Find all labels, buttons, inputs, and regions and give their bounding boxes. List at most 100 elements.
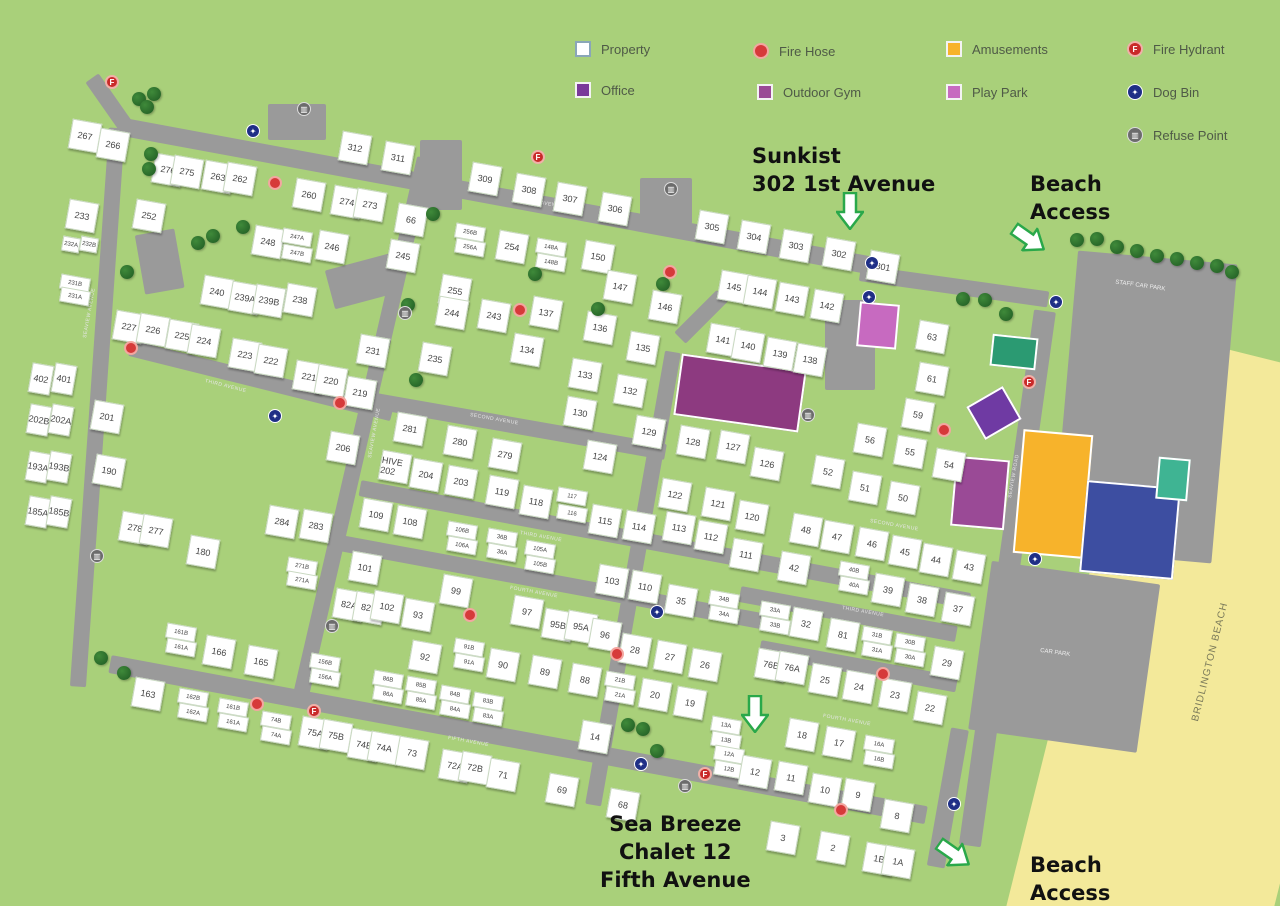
property-unit[interactable]: 309: [467, 161, 503, 197]
property-unit[interactable]: 138: [792, 342, 828, 378]
fire-hydrant-icon[interactable]: F: [105, 75, 119, 89]
property-unit[interactable]: 118: [518, 484, 554, 520]
property-unit[interactable]: 52: [810, 454, 846, 490]
property-unit[interactable]: 59: [900, 397, 936, 433]
property-unit[interactable]: 102: [369, 589, 405, 625]
property-unit[interactable]: 246: [314, 229, 350, 265]
property-unit[interactable]: 220: [313, 363, 349, 399]
property-unit[interactable]: 243: [476, 298, 512, 334]
fire-hose-icon[interactable]: [333, 396, 347, 410]
property-unit[interactable]: 146: [647, 289, 683, 325]
property-unit[interactable]: 144: [742, 274, 778, 310]
property-unit[interactable]: 244: [434, 295, 470, 331]
property-unit[interactable]: 202A: [47, 403, 75, 437]
property-unit[interactable]: 126: [749, 446, 785, 482]
property-unit[interactable]: 232B: [78, 235, 100, 254]
property-unit[interactable]: 54: [931, 447, 967, 483]
property-unit[interactable]: 204: [408, 457, 444, 493]
fire-hose-icon[interactable]: [463, 608, 477, 622]
property-unit[interactable]: 129: [631, 414, 667, 450]
property-unit[interactable]: 140: [730, 328, 766, 364]
property-unit[interactable]: 254: [494, 229, 530, 265]
property-unit[interactable]: 38: [904, 582, 940, 618]
dog-bin-icon[interactable]: ✦: [634, 757, 648, 771]
property-unit[interactable]: 201: [89, 399, 125, 435]
property-unit[interactable]: 37: [940, 591, 976, 627]
property-unit[interactable]: 24: [841, 669, 877, 705]
property-unit[interactable]: 134: [509, 332, 545, 368]
green-building[interactable]: [989, 333, 1039, 371]
property-unit[interactable]: 222: [253, 343, 289, 379]
property-unit[interactable]: 281: [392, 411, 428, 447]
fire-hydrant-icon[interactable]: F: [307, 704, 321, 718]
refuse-point-icon[interactable]: ▥: [664, 182, 678, 196]
property-unit[interactable]: 112: [693, 519, 729, 555]
dog-bin-icon[interactable]: ✦: [947, 797, 961, 811]
property-unit[interactable]: 101: [347, 550, 383, 586]
property-unit[interactable]: 245: [385, 238, 421, 274]
property-unit[interactable]: 307: [552, 181, 588, 217]
property-unit[interactable]: 27: [652, 639, 688, 675]
property-unit[interactable]: 114: [621, 509, 657, 545]
fire-hose-icon[interactable]: [834, 803, 848, 817]
property-unit[interactable]: 277: [138, 513, 174, 549]
property-unit[interactable]: 26: [687, 647, 723, 683]
property-unit[interactable]: 73: [394, 735, 430, 771]
property-unit[interactable]: 111: [728, 537, 764, 573]
dog-bin-icon[interactable]: ✦: [246, 124, 260, 138]
property-unit[interactable]: 165: [243, 644, 279, 680]
property-unit[interactable]: 69: [544, 772, 580, 808]
fire-hose-icon[interactable]: [610, 647, 624, 661]
property-unit[interactable]: 304: [736, 219, 772, 255]
property-unit[interactable]: 92: [407, 639, 443, 675]
property-unit[interactable]: 119: [484, 474, 520, 510]
property-unit[interactable]: 12: [737, 754, 773, 790]
property-unit[interactable]: 97: [509, 594, 545, 630]
property-unit[interactable]: 130: [562, 395, 598, 431]
property-unit[interactable]: 308: [511, 172, 547, 208]
property-unit[interactable]: 135: [625, 330, 661, 366]
fire-hose-icon[interactable]: [268, 176, 282, 190]
property-unit[interactable]: 127: [715, 429, 751, 465]
property-unit[interactable]: 81: [825, 617, 861, 653]
property-unit[interactable]: 190: [91, 453, 127, 489]
property-unit[interactable]: 14: [577, 719, 613, 755]
property-unit[interactable]: 231: [355, 333, 391, 369]
property-unit[interactable]: 8: [879, 798, 915, 834]
refuse-point-icon[interactable]: ▥: [325, 619, 339, 633]
refuse-point-icon[interactable]: ▥: [398, 306, 412, 320]
dog-bin-icon[interactable]: ✦: [1028, 552, 1042, 566]
property-unit[interactable]: 137: [528, 295, 564, 331]
property-unit[interactable]: 93: [400, 597, 436, 633]
property-unit[interactable]: 132: [612, 373, 648, 409]
property-unit[interactable]: 306: [597, 191, 633, 227]
property-unit[interactable]: 19: [672, 685, 708, 721]
property-unit[interactable]: 283: [298, 508, 334, 544]
property-unit[interactable]: 128: [675, 424, 711, 460]
refuse-point-icon[interactable]: ▥: [90, 549, 104, 563]
property-unit[interactable]: 22: [912, 690, 948, 726]
property-unit[interactable]: 2: [815, 830, 851, 866]
refuse-point-icon[interactable]: ▥: [678, 779, 692, 793]
property-unit[interactable]: 185B: [45, 495, 73, 529]
teal-building[interactable]: [1155, 456, 1191, 502]
property-unit[interactable]: 35: [663, 583, 699, 619]
fire-hydrant-icon[interactable]: F: [531, 150, 545, 164]
property-unit[interactable]: 136: [582, 310, 618, 346]
property-unit[interactable]: 66: [393, 202, 429, 238]
property-unit[interactable]: 48: [788, 512, 824, 548]
property-unit[interactable]: 50: [885, 480, 921, 516]
property-unit[interactable]: 46: [854, 526, 890, 562]
property-unit[interactable]: 252: [131, 198, 167, 234]
property-unit[interactable]: 103: [594, 563, 630, 599]
refuse-point-icon[interactable]: ▥: [297, 102, 311, 116]
property-unit[interactable]: 260: [291, 177, 327, 213]
property-unit[interactable]: 302: [821, 236, 857, 272]
property-unit[interactable]: 29: [929, 645, 965, 681]
property-unit[interactable]: 109: [358, 497, 394, 533]
property-unit[interactable]: 113: [661, 510, 697, 546]
property-unit[interactable]: 108: [392, 504, 428, 540]
property-unit[interactable]: 63: [914, 319, 950, 355]
property-unit[interactable]: 1A: [880, 844, 916, 880]
property-unit[interactable]: 163: [130, 676, 166, 712]
